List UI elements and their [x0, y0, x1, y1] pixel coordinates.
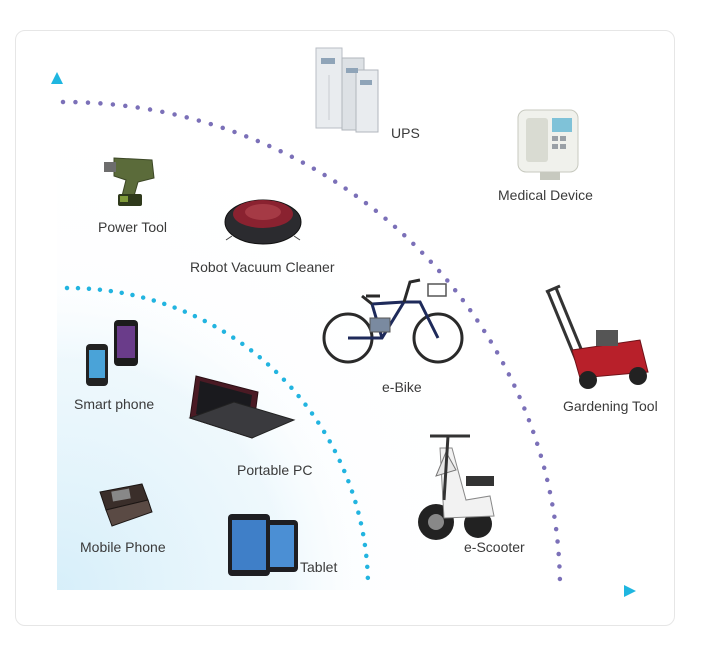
label-smart-phone: Smart phone	[74, 396, 155, 412]
label-robot-vacuum: Robot Vacuum Cleaner	[190, 259, 335, 275]
label-ebike: e-Bike	[382, 379, 422, 395]
label-tablet: Tablet	[300, 559, 338, 575]
drill-icon	[104, 157, 155, 206]
label-ups: UPS	[391, 125, 420, 141]
label-medical-device: Medical Device	[498, 187, 593, 203]
tablet-icon	[228, 514, 298, 576]
y-axis-arrow-icon	[51, 72, 63, 84]
label-gardening-tool: Gardening Tool	[563, 398, 658, 414]
lawn-mower-icon	[545, 284, 649, 389]
bicycle-icon	[322, 278, 464, 364]
ups-cabinet-icon	[315, 47, 379, 133]
label-portable-pc: Portable PC	[237, 462, 313, 478]
robot-vacuum-icon	[224, 199, 302, 245]
scooter-icon	[418, 434, 495, 540]
label-power-tool: Power Tool	[98, 219, 168, 235]
flip-phone-icon	[99, 483, 153, 527]
outer-dotted-arc	[60, 99, 563, 588]
label-escooter: e-Scooter	[464, 539, 525, 555]
smartphone-icon	[86, 320, 138, 386]
infusion-pump-icon	[517, 109, 579, 180]
x-axis-arrow-icon	[624, 585, 636, 597]
label-mobile-phone: Mobile Phone	[80, 539, 166, 555]
laptop-icon	[188, 375, 296, 439]
